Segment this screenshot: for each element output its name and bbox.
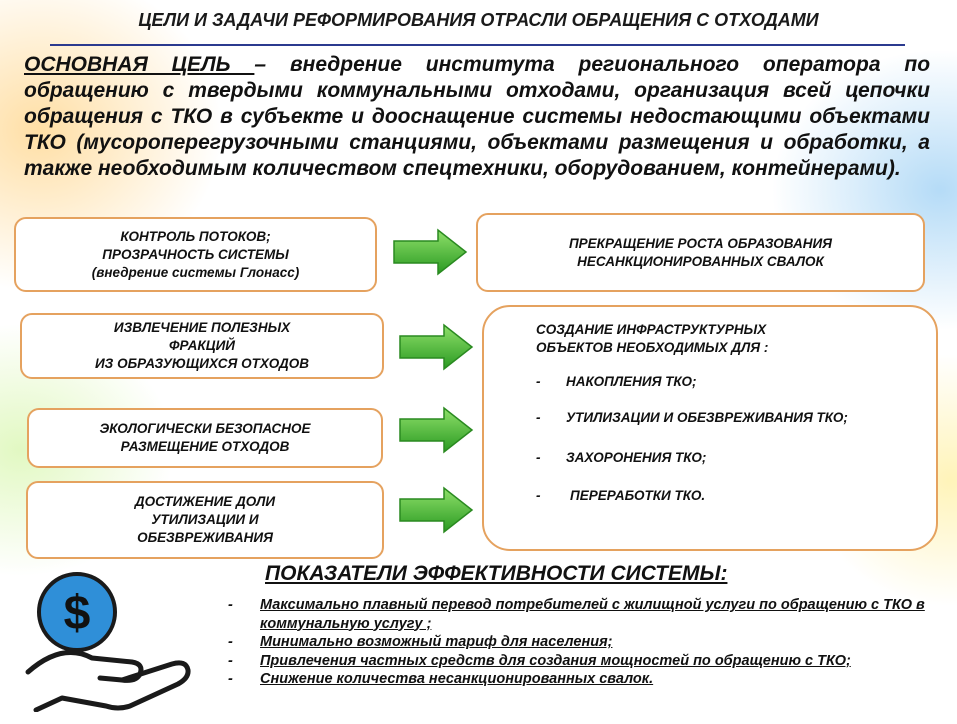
list-item: Снижение количества несанкционированных … xyxy=(228,670,948,689)
box-utilization-share: ДОСТИЖЕНИЕ ДОЛИ УТИЛИЗАЦИИ И ОБЕЗВРЕЖИВА… xyxy=(26,481,384,559)
performance-title: ПОКАЗАТЕЛИ ЭФФЕКТИВНОСТИ СИСТЕМЫ: xyxy=(265,562,728,585)
green-arrow-icon xyxy=(393,228,468,276)
box-line: КОНТРОЛЬ ПОТОКОВ; xyxy=(120,228,271,244)
main-goal-dash: – xyxy=(254,53,290,76)
svg-text:$: $ xyxy=(64,587,91,640)
list-item: Привлечения частных средств для создания… xyxy=(228,652,948,671)
main-goal-label: ОСНОВНАЯ ЦЕЛЬ xyxy=(24,53,255,76)
box-line: ФРАКЦИЙ xyxy=(168,338,235,353)
page-title: ЦЕЛИ И ЗАДАЧИ РЕФОРМИРОВАНИЯ ОТРАСЛИ ОБР… xyxy=(138,10,819,30)
green-arrow-icon xyxy=(399,323,474,371)
box-line: ИЗ ОБРАЗУЮЩИХСЯ ОТХОДОВ xyxy=(94,356,310,371)
list-item: ЗАХОРОНЕНИЯ ТКО; xyxy=(536,449,911,467)
list-item: Максимально плавный перевод потребителей… xyxy=(228,596,948,633)
box-line: ЭКОЛОГИЧЕСКИ БЕЗОПАСНОЕ xyxy=(99,421,311,436)
box-line: РАЗМЕЩЕНИЕ ОТХОДОВ xyxy=(120,439,290,454)
main-goal-paragraph: ОСНОВНАЯ ЦЕЛЬ – внедрение института реги… xyxy=(24,52,930,182)
box-line: НЕСАНКЦИОНИРОВАННЫХ СВАЛОК xyxy=(577,253,824,269)
box-stop-dumps: ПРЕКРАЩЕНИЕ РОСТА ОБРАЗОВАНИЯ НЕСАНКЦИОН… xyxy=(476,213,925,292)
title-divider xyxy=(50,44,905,46)
list-item: НАКОПЛЕНИЯ ТКО; xyxy=(536,373,911,391)
green-arrow-icon xyxy=(399,406,474,454)
box-line: ОБЕЗВРЕЖИВАНИЯ xyxy=(137,530,273,545)
box-infrastructure: СОЗДАНИЕ ИНФРАСТРУКТУРНЫХ ОБЪЕКТОВ НЕОБХ… xyxy=(482,305,938,551)
box-line: УТИЛИЗАЦИИ И xyxy=(151,512,259,527)
box-line: ПРОЗРАЧНОСТЬ СИСТЕМЫ xyxy=(102,246,289,262)
box-eco-placement: ЭКОЛОГИЧЕСКИ БЕЗОПАСНОЕ РАЗМЕЩЕНИЕ ОТХОД… xyxy=(27,408,383,468)
infra-list: НАКОПЛЕНИЯ ТКО; УТИЛИЗАЦИИ И ОБЕЗВРЕЖИВА… xyxy=(536,373,911,523)
box-useful-fractions: ИЗВЛЕЧЕНИЕ ПОЛЕЗНЫХ ФРАКЦИЙ ИЗ ОБРАЗУЮЩИ… xyxy=(20,313,384,379)
performance-list: Максимально плавный перевод потребителей… xyxy=(228,596,948,689)
list-item: Минимально возможный тариф для населения… xyxy=(228,633,948,652)
box-flow-control: КОНТРОЛЬ ПОТОКОВ; ПРОЗРАЧНОСТЬ СИСТЕМЫ (… xyxy=(14,217,377,292)
box-line: ДОСТИЖЕНИЕ ДОЛИ xyxy=(134,494,276,509)
list-item: УТИЛИЗАЦИИ И ОБЕЗВРЕЖИВАНИЯ ТКО; xyxy=(536,409,911,427)
list-item: ПЕРЕРАБОТКИ ТКО. xyxy=(536,487,911,505)
green-arrow-icon xyxy=(399,486,474,534)
money-hand-icon: $ xyxy=(25,572,191,712)
box-line: (внедрение системы Глонасс) xyxy=(91,264,300,280)
infra-heading-line: ОБЪЕКТОВ НЕОБХОДИМЫХ ДЛЯ : xyxy=(536,340,769,355)
box-line: ПРЕКРАЩЕНИЕ РОСТА ОБРАЗОВАНИЯ xyxy=(568,235,833,251)
box-line: ИЗВЛЕЧЕНИЕ ПОЛЕЗНЫХ xyxy=(113,320,291,335)
infra-heading-line: СОЗДАНИЕ ИНФРАСТРУКТУРНЫХ xyxy=(536,322,767,337)
main-goal-text: внедрение института регионального операт… xyxy=(24,53,931,180)
